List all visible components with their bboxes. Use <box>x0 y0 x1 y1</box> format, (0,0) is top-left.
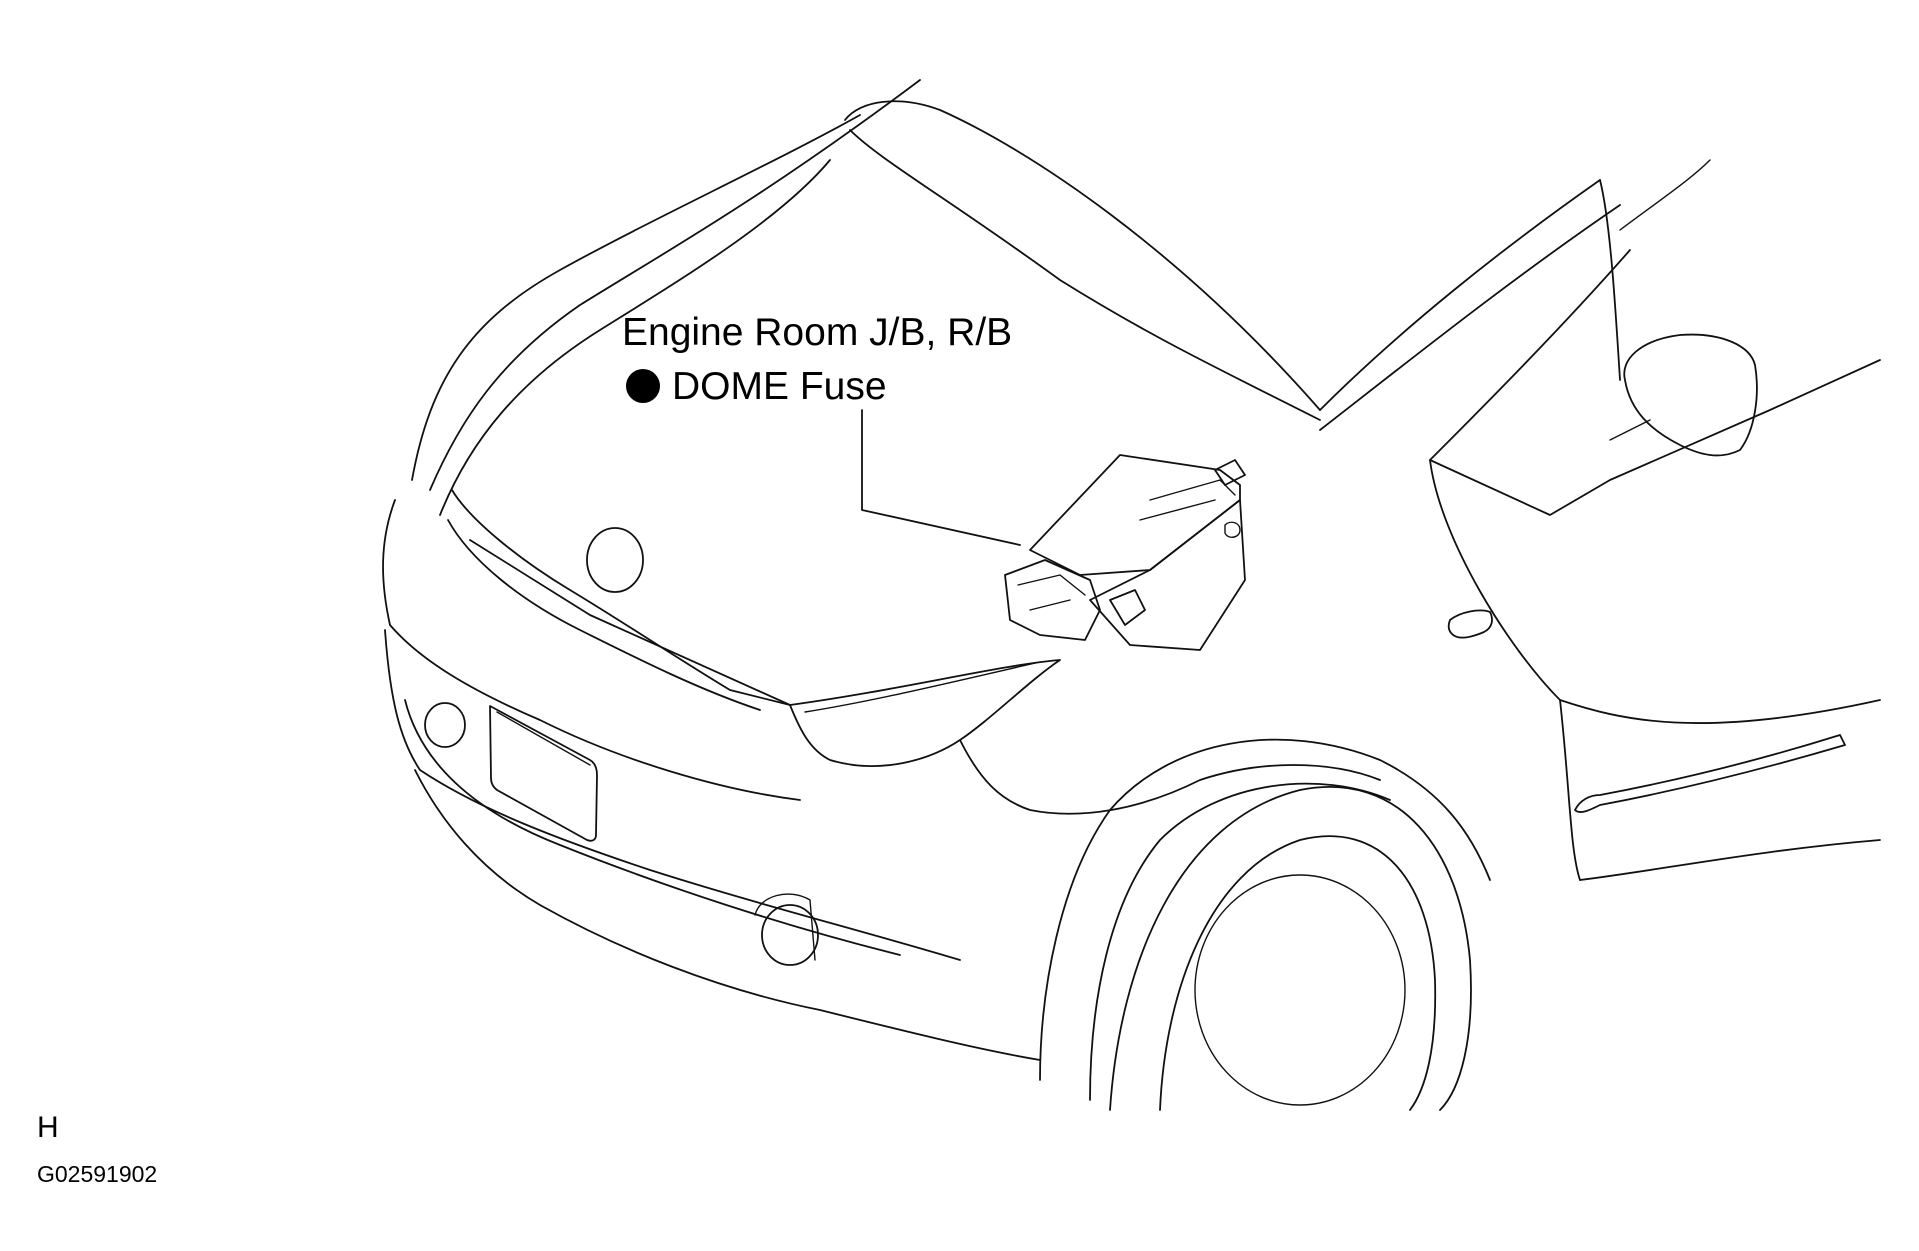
wheel-rim <box>1194 874 1406 1106</box>
jb-clip <box>1214 459 1246 486</box>
jb-bolt <box>1224 521 1241 538</box>
door-trim <box>1574 734 1846 813</box>
emblem <box>586 527 644 593</box>
door-front-edge <box>1429 249 1631 881</box>
hood-outer-edge <box>411 114 861 481</box>
callout-bullet <box>626 369 660 403</box>
jb-bracket <box>1004 559 1101 641</box>
hood-top-rim-inner <box>849 129 1321 421</box>
jb-bracket-detail <box>1017 574 1086 611</box>
windshield-edge <box>1599 179 1621 381</box>
license-plate-inner <box>496 711 591 766</box>
jb-connector <box>1109 589 1146 626</box>
hood-top-rim <box>844 100 1321 411</box>
a-pillar-outer <box>1319 179 1601 411</box>
side-mirror <box>1623 333 1758 457</box>
junction-block-assembly <box>1004 454 1246 651</box>
fog-light-right-bezel <box>754 893 816 961</box>
wheel-arch-outer <box>1039 738 1491 1081</box>
hood-crease-left <box>439 159 831 516</box>
callout-leader-line <box>861 409 1021 546</box>
bumper-mid <box>384 629 961 961</box>
a-pillar-inner <box>1319 204 1621 431</box>
figure-code: G02591902 <box>37 1161 157 1187</box>
front-upper-v <box>451 489 791 706</box>
jb-body <box>1089 499 1246 651</box>
fender-line <box>959 739 1381 815</box>
side-window-top <box>1619 159 1711 231</box>
wheel-arch-inner <box>1089 782 1391 1101</box>
jb-top-rib <box>1139 479 1236 521</box>
callout-title: Engine Room J/B, R/B <box>622 311 1012 354</box>
hood-inner-edge <box>429 79 921 491</box>
headlight <box>789 659 1061 767</box>
front-lower-v <box>447 519 761 711</box>
door-rocker <box>1579 839 1881 881</box>
bumper-lower <box>414 769 1041 1061</box>
bumper-chin <box>404 699 901 956</box>
car-outline <box>382 79 1881 1111</box>
license-plate <box>489 705 598 842</box>
corner-letter: H <box>37 1111 59 1144</box>
callout-item: DOME Fuse <box>672 365 887 408</box>
headlight-inner <box>804 661 1041 713</box>
tire-inner <box>1159 835 1437 1111</box>
fog-light-right <box>761 904 819 966</box>
jb-cover <box>1029 454 1241 576</box>
tire-outer <box>1109 786 1472 1111</box>
mirror-arm <box>1609 419 1651 441</box>
fog-light-left <box>424 702 466 748</box>
door-belt-line <box>1429 359 1881 516</box>
bumper-top <box>382 499 801 801</box>
grille-top <box>469 539 791 706</box>
side-marker <box>1447 609 1493 639</box>
door-lower-line <box>1559 699 1881 724</box>
